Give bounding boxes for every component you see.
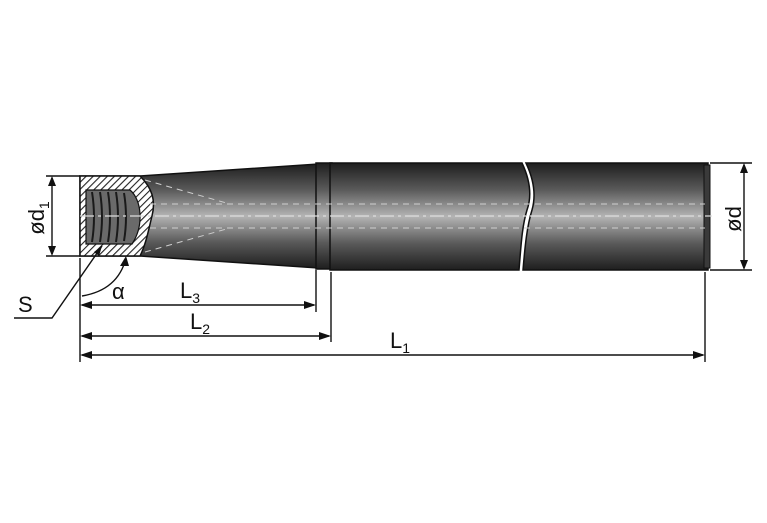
l3-label: L3	[180, 278, 200, 306]
s-label: S	[18, 292, 33, 317]
l1-label: L1	[390, 328, 410, 356]
hidden-cone-top	[144, 179, 231, 205]
d-label: ød	[721, 206, 746, 232]
alpha-label: α	[112, 279, 125, 304]
d-dimension	[710, 162, 752, 271]
hidden-cone-bottom	[144, 227, 231, 253]
l2-dimension	[80, 332, 331, 340]
s-leader	[14, 245, 103, 319]
rod-body-left	[329, 162, 531, 271]
d1-dimension	[46, 175, 80, 257]
l1-dimension	[80, 351, 705, 359]
l3-dimension	[80, 301, 316, 309]
d1-label: ød1	[24, 201, 52, 235]
thread-lines	[91, 191, 127, 243]
alpha-angle	[81, 256, 129, 297]
l2-label: L2	[190, 309, 210, 337]
thread-bore	[85, 189, 141, 245]
